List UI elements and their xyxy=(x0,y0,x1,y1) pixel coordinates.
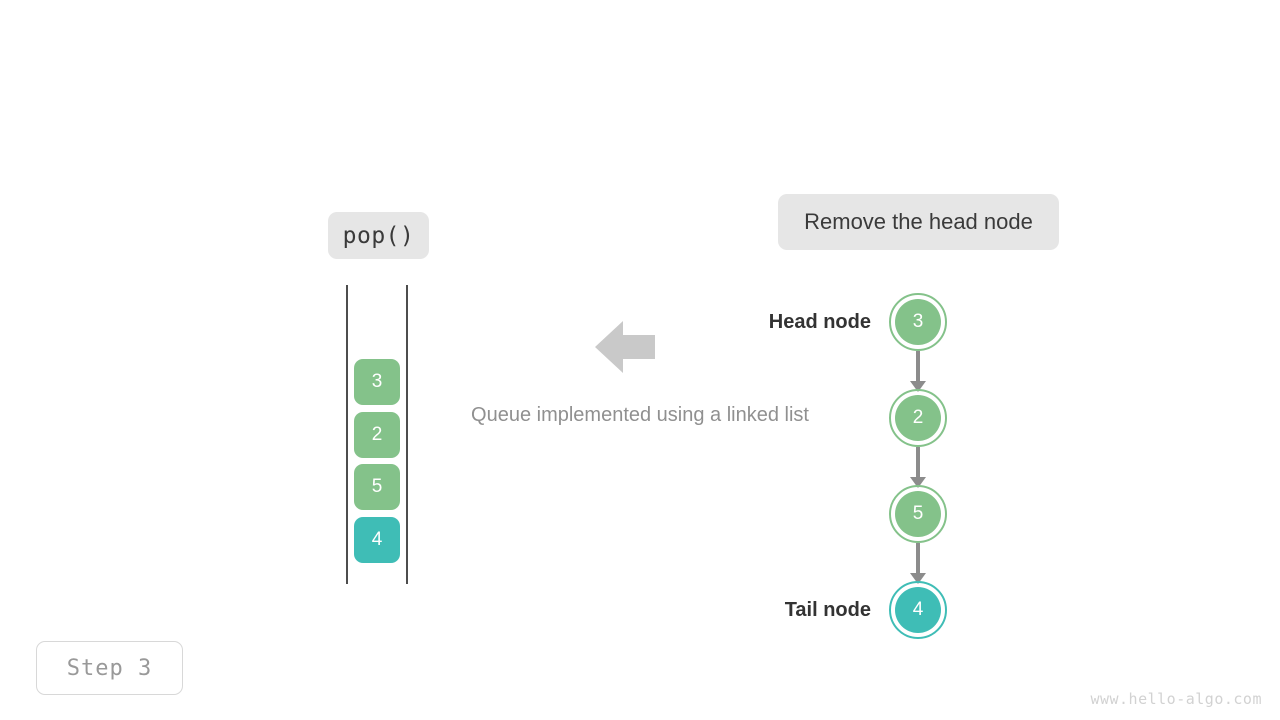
queue-container: 3 2 5 4 xyxy=(346,285,408,584)
queue-cell-value: 2 xyxy=(371,424,383,445)
queue-cell-value: 4 xyxy=(371,529,383,550)
step-badge-label: Step 3 xyxy=(66,655,153,681)
queue-cell-value: 5 xyxy=(371,476,383,497)
queue-rail-left xyxy=(346,285,348,584)
operation-chip: pop() xyxy=(328,212,429,259)
linked-list-node-body: 5 xyxy=(895,491,941,537)
linked-list-node-value: 4 xyxy=(912,599,924,620)
linked-list-node-label: Head node xyxy=(768,311,871,333)
linked-list-node-body: 4 xyxy=(895,587,941,633)
linked-list-node: 4 xyxy=(889,581,947,639)
linked-list-diagram: 3 Head node 2 5 4 Tail node xyxy=(750,285,1000,655)
linked-list-edge-arrowhead xyxy=(910,477,926,488)
linked-list-edge xyxy=(916,351,920,381)
operation-chip-label: pop() xyxy=(342,222,415,249)
linked-list-node-value: 5 xyxy=(912,503,924,524)
linked-list-edge-arrowhead xyxy=(910,381,926,392)
queue-cell: 5 xyxy=(354,464,400,510)
queue-cell: 4 xyxy=(354,517,400,563)
linked-list-node-body: 2 xyxy=(895,395,941,441)
linked-list-edge-arrowhead xyxy=(910,573,926,584)
queue-cell-value: 3 xyxy=(371,371,383,392)
queue-cell: 2 xyxy=(354,412,400,458)
linked-list-node-body: 3 xyxy=(895,299,941,345)
linked-list-node: 3 xyxy=(889,293,947,351)
linked-list-node: 5 xyxy=(889,485,947,543)
linked-list-node-value: 2 xyxy=(912,407,924,428)
action-chip: Remove the head node xyxy=(778,194,1059,250)
caption-text: Queue implemented using a linked list xyxy=(471,404,809,426)
linked-list-node-value: 3 xyxy=(912,311,924,332)
watermark: www.hello-algo.com xyxy=(1090,690,1262,708)
step-badge: Step 3 xyxy=(36,641,183,695)
linked-list-node-label: Tail node xyxy=(784,599,871,621)
linked-list-edge xyxy=(916,447,920,477)
queue-rail-right xyxy=(406,285,408,584)
arrow-left-icon xyxy=(595,320,655,374)
action-chip-label: Remove the head node xyxy=(804,209,1033,234)
linked-list-edge xyxy=(916,543,920,573)
queue-cell: 3 xyxy=(354,359,400,405)
linked-list-node: 2 xyxy=(889,389,947,447)
